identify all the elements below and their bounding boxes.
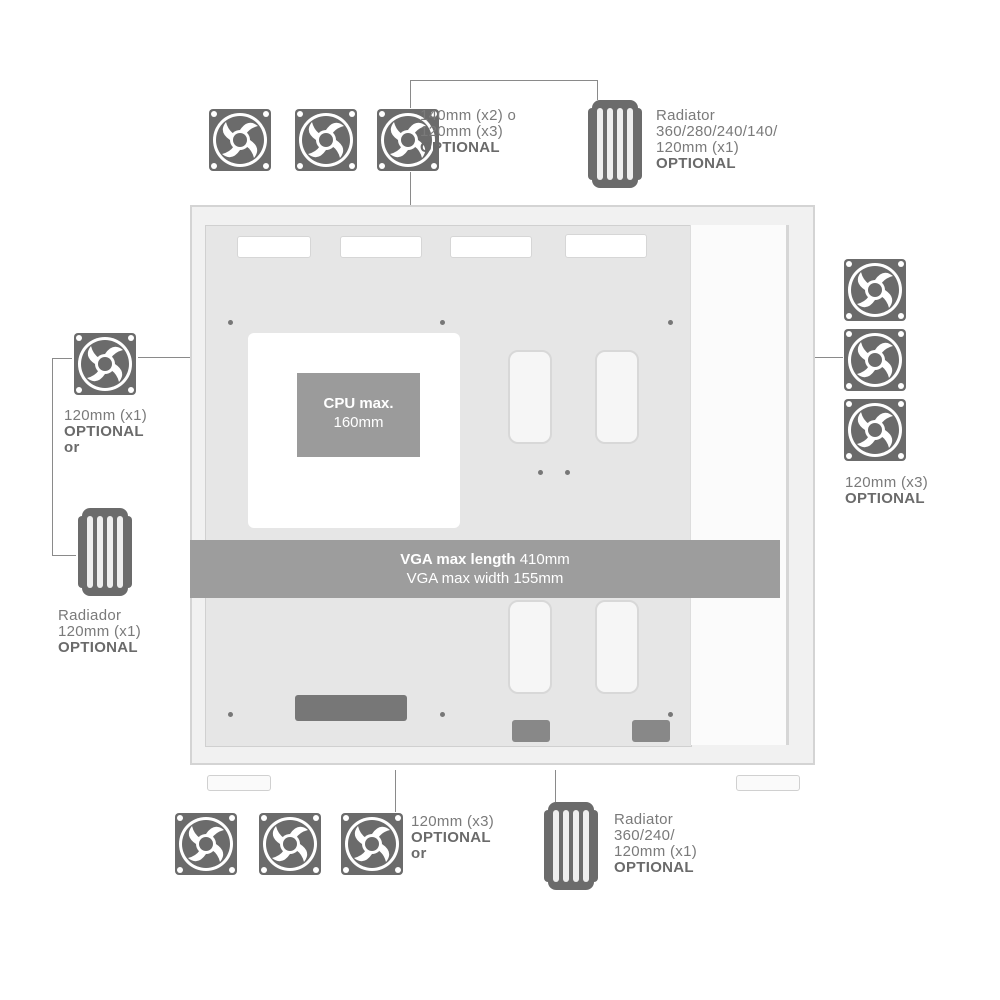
fan-icon xyxy=(843,328,907,392)
label-line: 120mm (x1) xyxy=(614,843,698,860)
left-fan-label: 120mm (x1) OPTIONAL or xyxy=(64,408,147,456)
label-line: 140mm (x2) o xyxy=(420,107,517,124)
label-line: Radiator xyxy=(614,811,674,828)
label-line: 120mm (x3) xyxy=(411,813,495,830)
top-radiator-label: Radiator 360/280/240/140/ 120mm (x1) OPT… xyxy=(656,108,778,172)
grommet-vent xyxy=(595,350,639,444)
connector-line xyxy=(52,358,72,359)
label-line: 120mm (x1) xyxy=(58,623,142,640)
optional-label: OPTIONAL xyxy=(420,139,500,156)
vga-length-value: 410mm xyxy=(519,551,570,568)
side-panel xyxy=(690,225,789,745)
grommet-vent xyxy=(508,350,552,444)
connector-line xyxy=(410,172,411,232)
top-vent-slot xyxy=(340,236,422,258)
psu-cutout xyxy=(295,695,407,721)
connector-line xyxy=(555,770,556,802)
connector-line xyxy=(138,357,190,358)
or-label: or xyxy=(64,439,80,456)
label-line: 360/240/ xyxy=(614,827,675,844)
case-foot xyxy=(207,775,271,791)
grommet-vent xyxy=(508,600,552,694)
fan-icon xyxy=(258,812,322,876)
fan-icon xyxy=(294,108,358,172)
standoff-hole xyxy=(440,320,445,325)
connector-line xyxy=(410,80,598,81)
standoff-hole xyxy=(565,470,570,475)
case-foot xyxy=(736,775,800,791)
vga-width: VGA max width 155mm xyxy=(406,570,564,587)
or-label: or xyxy=(411,845,427,862)
connector-line xyxy=(52,555,76,556)
fan-icon xyxy=(73,332,137,396)
standoff-hole xyxy=(668,712,673,717)
label-line: Radiator xyxy=(656,107,716,124)
connector-line xyxy=(410,80,411,108)
standoff-hole xyxy=(668,320,673,325)
optional-label: OPTIONAL xyxy=(58,639,138,656)
label-line: 120mm (x3) xyxy=(845,474,929,491)
optional-label: OPTIONAL xyxy=(411,829,491,846)
fan-icon xyxy=(174,812,238,876)
fan-icon xyxy=(340,812,404,876)
vga-length-label: VGA max length xyxy=(400,551,516,568)
standoff-hole xyxy=(228,320,233,325)
optional-label: OPTIONAL xyxy=(614,859,694,876)
vga-clearance-band: VGA max length 410mm VGA max width 155mm xyxy=(190,540,780,598)
label-line: Radiador xyxy=(58,607,122,624)
top-fan-label: 140mm (x2) o 120mm (x3) OPTIONAL xyxy=(420,108,516,156)
cable-cutout xyxy=(632,720,670,742)
standoff-hole xyxy=(538,470,543,475)
fan-icon xyxy=(843,398,907,462)
cable-cutout xyxy=(512,720,550,742)
standoff-hole xyxy=(228,712,233,717)
cpu-clearance-box: CPU max. 160mm xyxy=(297,373,420,457)
radiator-icon xyxy=(78,508,132,596)
label-line: 360/280/240/140/ xyxy=(656,123,778,140)
top-vent-slot xyxy=(450,236,532,258)
radiator-icon xyxy=(588,100,642,188)
cpu-title: CPU max. xyxy=(323,395,394,412)
radiator-icon xyxy=(544,802,598,890)
fan-icon xyxy=(208,108,272,172)
connector-line xyxy=(395,770,396,812)
connector-line xyxy=(815,357,843,358)
standoff-hole xyxy=(440,712,445,717)
cpu-value: 160mm xyxy=(333,414,384,431)
left-radiator-label: Radiador 120mm (x1) OPTIONAL xyxy=(58,608,141,656)
label-line: 120mm (x1) xyxy=(64,407,148,424)
grommet-vent xyxy=(595,600,639,694)
bottom-fan-label: 120mm (x3) OPTIONAL or xyxy=(411,814,494,862)
optional-label: OPTIONAL xyxy=(845,490,925,507)
bottom-radiator-label: Radiator 360/240/ 120mm (x1) OPTIONAL xyxy=(614,812,697,876)
fan-icon xyxy=(843,258,907,322)
top-vent-slot xyxy=(565,234,647,258)
optional-label: OPTIONAL xyxy=(656,155,736,172)
connector-line xyxy=(52,358,53,555)
right-fan-label: 120mm (x3) OPTIONAL xyxy=(845,475,928,507)
top-vent-slot xyxy=(237,236,311,258)
optional-label: OPTIONAL xyxy=(64,423,144,440)
label-line: 120mm (x3) xyxy=(420,123,504,140)
connector-line xyxy=(597,80,598,100)
label-line: 120mm (x1) xyxy=(656,139,740,156)
